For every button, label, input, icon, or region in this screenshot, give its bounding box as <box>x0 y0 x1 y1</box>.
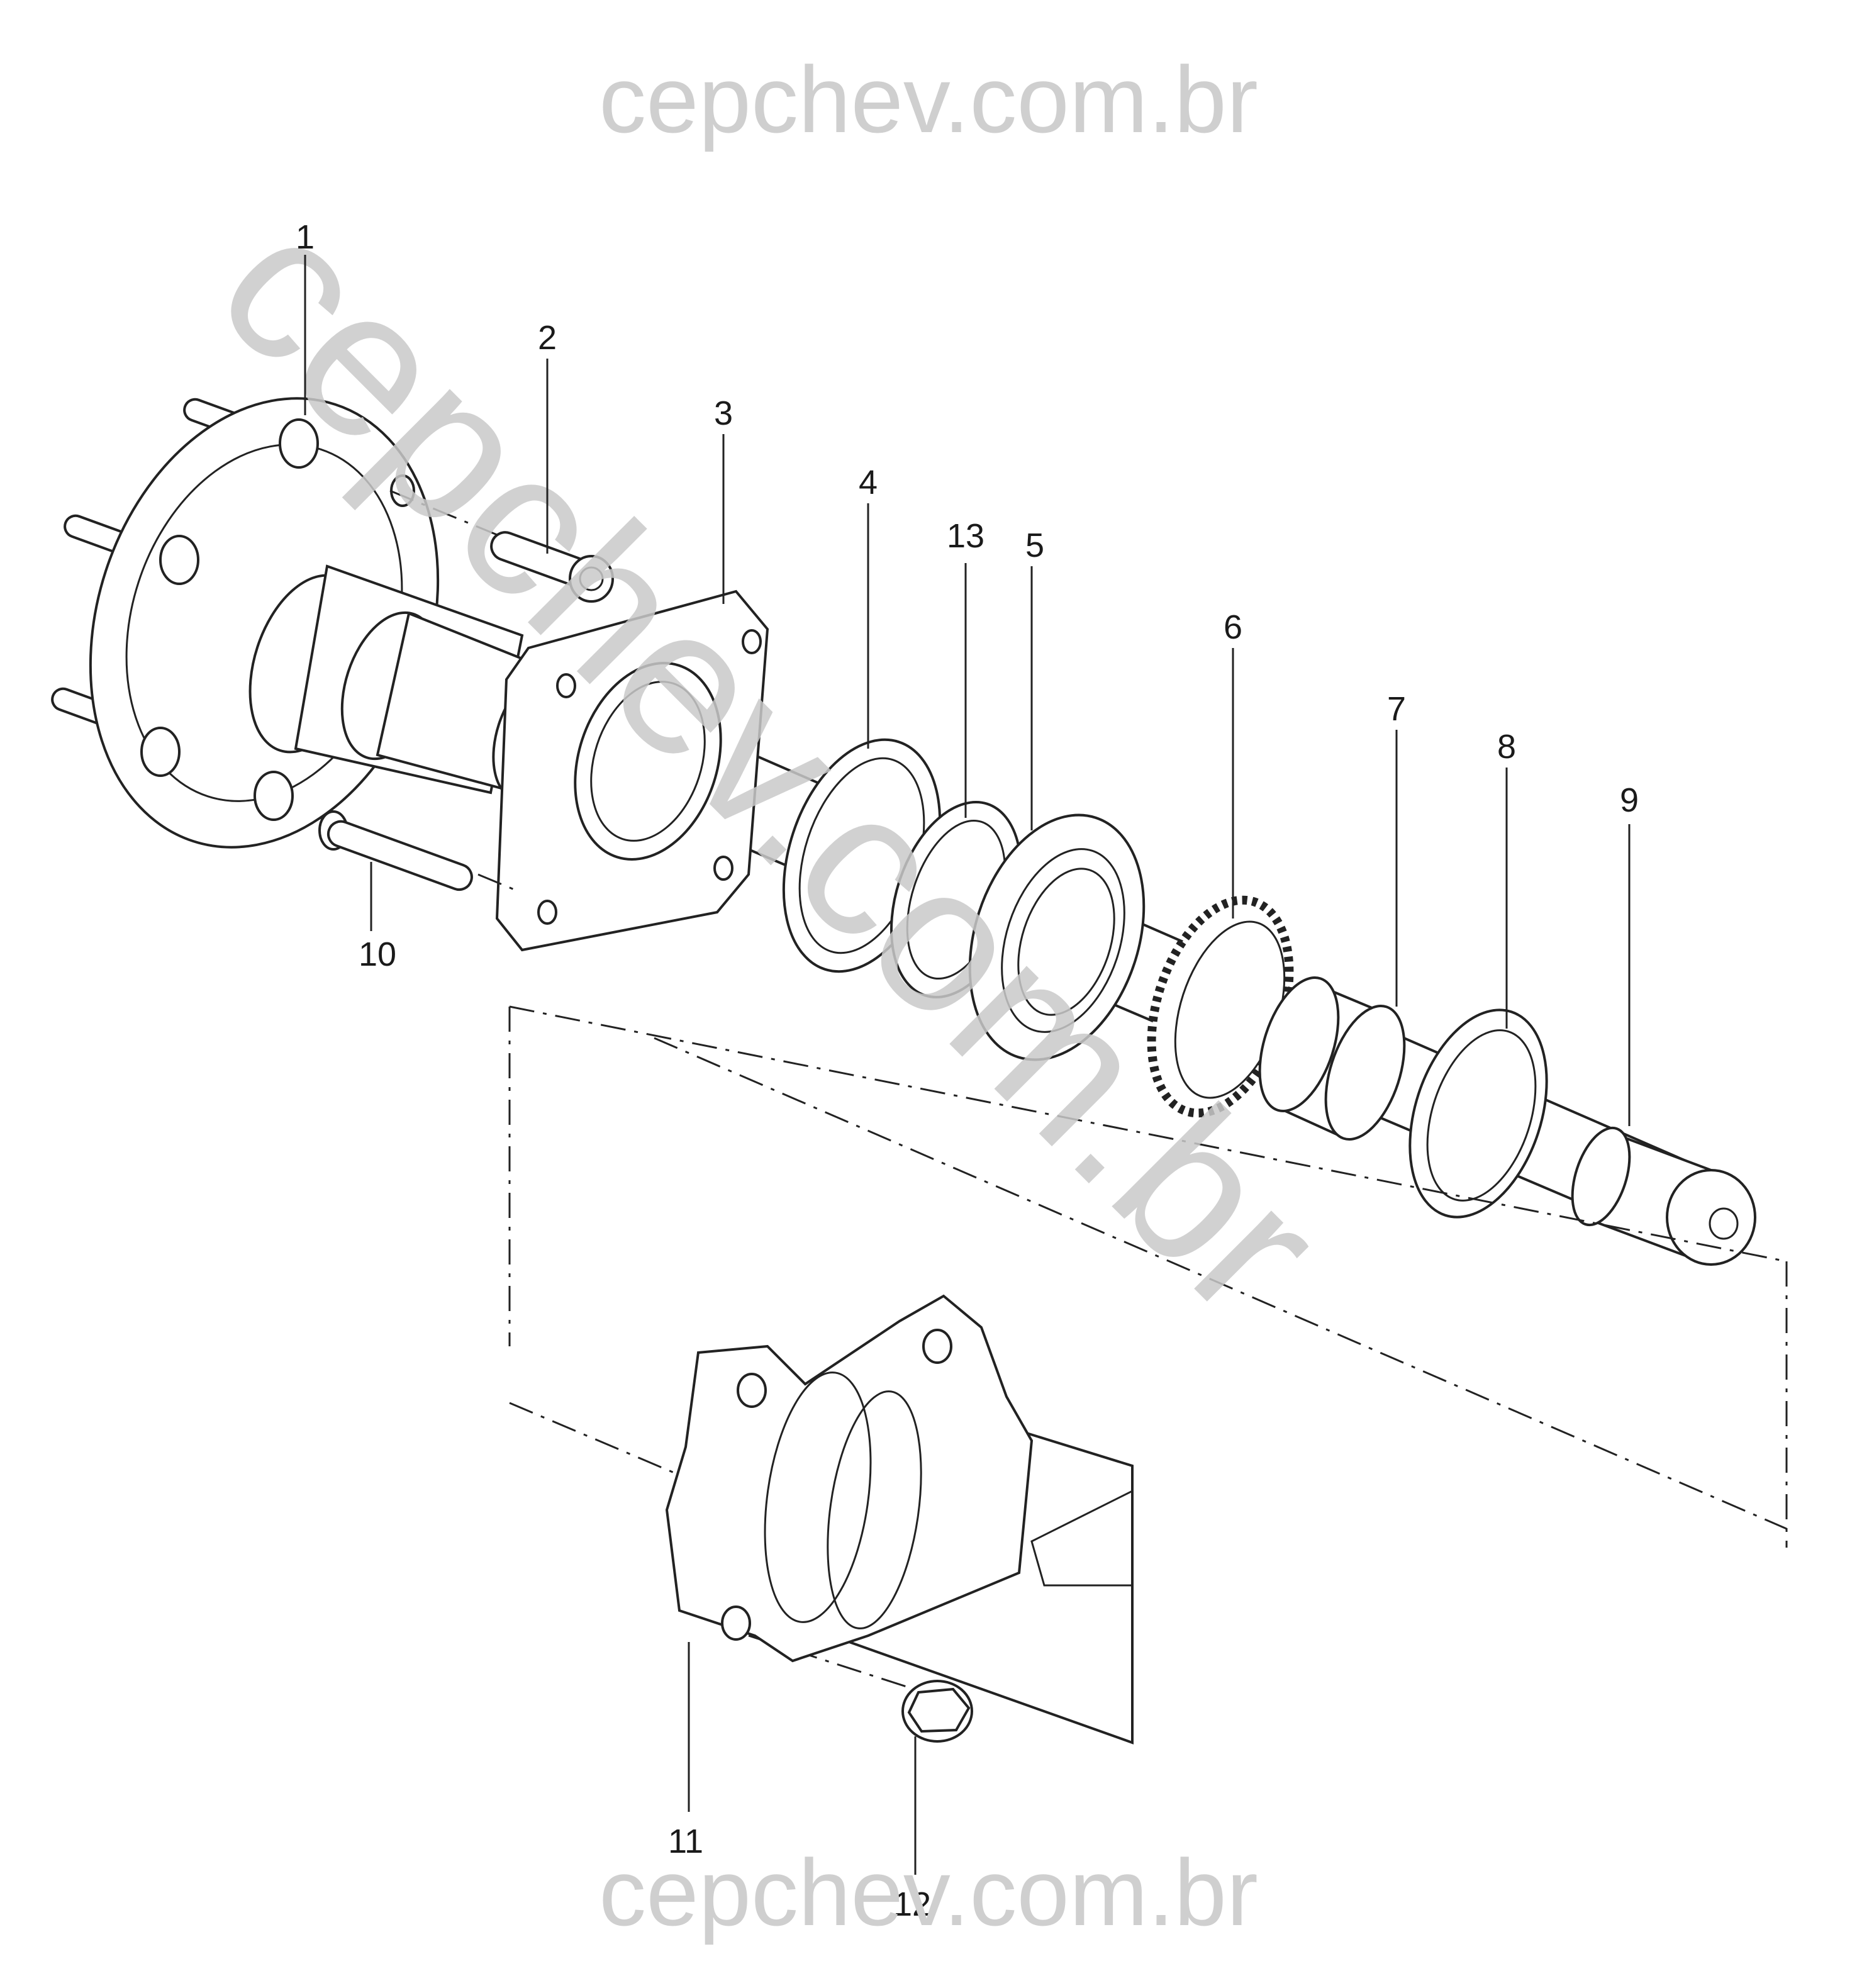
watermark-top: cepchev.com.br <box>599 47 1258 152</box>
leader-lines <box>304 255 1631 1875</box>
part-12-flange-nut <box>901 1680 973 1743</box>
callout-4: 4 <box>859 464 878 501</box>
part-9-retaining-ring <box>1571 1126 1756 1266</box>
callout-6: 6 <box>1224 608 1242 646</box>
part-5-bearing <box>968 813 1146 1061</box>
callout-3: 3 <box>714 394 733 432</box>
callout-8: 8 <box>1497 728 1516 766</box>
watermark-bottom: cepchev.com.br <box>599 1840 1258 1945</box>
part-2-bolt <box>389 489 614 603</box>
part-7-collar <box>1258 976 1406 1141</box>
callout-12: 12 <box>893 1885 931 1923</box>
callout-1: 1 <box>296 218 315 256</box>
callout-13: 13 <box>947 517 984 555</box>
callout-11: 11 <box>668 1823 703 1860</box>
callout-7: 7 <box>1387 690 1406 728</box>
callout-5: 5 <box>1025 527 1044 564</box>
callout-labels: 1 2 3 4 13 5 6 7 8 9 10 11 12 <box>296 218 1639 1923</box>
callout-10: 10 <box>359 935 396 973</box>
part-8-seal <box>1408 1008 1548 1219</box>
part-10-long-bolt <box>318 810 516 891</box>
callout-9: 9 <box>1620 781 1639 819</box>
part-11-axle-housing <box>665 1294 1134 1745</box>
callout-2: 2 <box>538 319 557 357</box>
part-3-backing-plate <box>495 589 769 952</box>
